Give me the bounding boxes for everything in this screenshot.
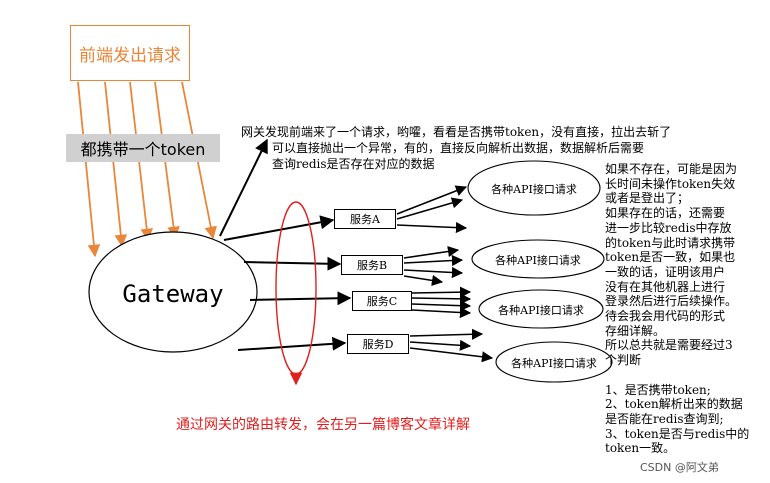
token-label: 都携带一个token — [66, 134, 220, 162]
api-node-1 — [467, 160, 601, 216]
note-top-line-2: 可以直接抛出一个异常，有的，直接反向解析出数据，数据解析后需要 — [272, 141, 645, 155]
api-label-2: 各种API接口请求 — [495, 254, 581, 267]
gateway-label: Gateway — [122, 280, 224, 308]
frontend-box: 前端发出请求 — [70, 25, 190, 81]
request-arrows — [77, 81, 217, 258]
service-a-box: 服务A — [334, 209, 396, 229]
api-label-3: 各种API接口请求 — [498, 304, 584, 317]
service-c-box: 服务C — [352, 291, 412, 311]
service-api-arrows — [396, 185, 494, 363]
note-top-line-1: 网关发现前端来了一个请求，哟嚯，看看是否携带token，没有直接，拉出去斩了 — [241, 125, 672, 139]
note-top-line-3: 查询redis是否存在对应的数据 — [272, 157, 435, 171]
service-b-box: 服务B — [341, 255, 403, 275]
gateway-note-arrow — [219, 138, 268, 237]
api-node-2 — [471, 239, 605, 279]
api-label-4: 各种API接口请求 — [511, 357, 597, 370]
api-label-1: 各种API接口请求 — [491, 183, 577, 196]
api-node-3 — [478, 289, 604, 329]
api-node-4 — [495, 341, 613, 383]
watermark: CSDN @阿文弟 — [640, 461, 719, 474]
service-d-box: 服务D — [347, 334, 409, 354]
gateway-service-arrows — [223, 215, 352, 351]
route-note: 通过网关的路由转发，会在另一篇博客文章详解 — [176, 417, 470, 433]
gateway-node — [88, 231, 258, 353]
note-right: 如果不存在，可能是因为 长时间未操作token失效 或者是登出了； 如果存在的话… — [605, 162, 750, 456]
